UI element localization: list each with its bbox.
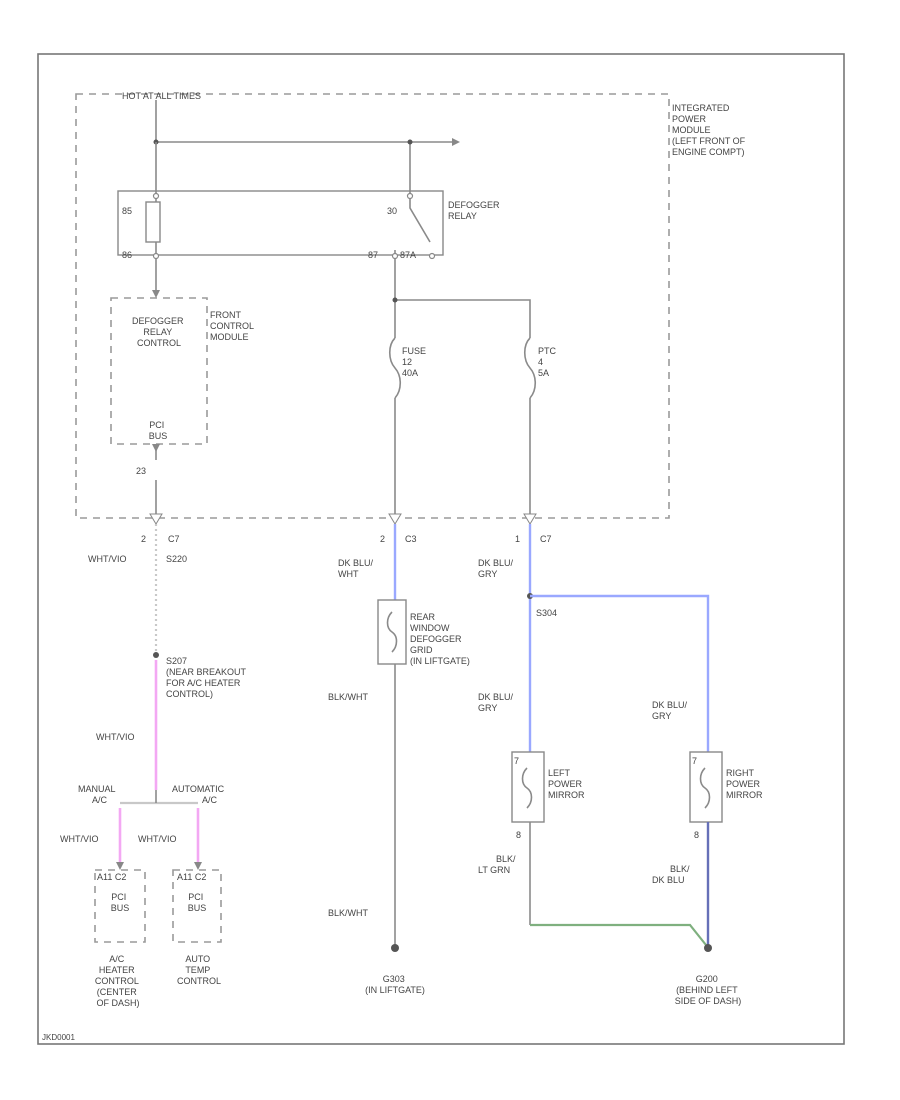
atc-control-label: AUTO TEMP CONTROL [177,954,221,986]
dkblu-wht-label: DK BLU/ WHT [338,558,376,579]
rear-defogger-element [386,611,398,653]
rear-defogger-grid [377,599,407,665]
right-mirror-label: RIGHT POWER MIRROR [726,768,763,800]
wht-vio-label-3: WHT/VIO [60,834,99,844]
blk-wht-label-1: BLK/WHT [328,692,369,702]
hot-bus-arrow [452,138,460,146]
pci-bus-top-label: PCI BUS [149,420,168,441]
hot-bus-wire [155,100,452,192]
front-control-module-label: FRONT CONTROL MODULE [210,310,256,342]
mirror-pin-top-right: 7 [692,756,697,766]
conn-mid-pin-label: 2 [380,534,385,544]
splice-s304-label: S304 [536,608,557,618]
mirror-pin-bot-left: 8 [516,830,521,840]
rear-defogger-label: REAR WINDOW DEFOGGER GRID (IN LIFTGATE) [410,612,470,666]
conn-left-label: C7 [168,534,180,544]
fuse-12-label: FUSE 12 40A [402,346,429,378]
relay-terminal-87 [391,252,399,260]
bus-junction-right [407,139,413,145]
pci-bus-atc-label: PCI BUS [188,892,207,913]
relay-terminal-85 [152,252,160,260]
ptc-label: PTC 4 5A [538,346,559,378]
hvac-conn-label: A11 C2 [97,872,126,882]
fuse-down-wire [394,398,531,514]
hvac-pci-box [94,869,146,943]
diagram-id-label: JKD0001 [42,1033,75,1042]
blk-ltgrn-wire-green [530,923,707,946]
hot-at-all-times-label: HOT AT ALL TIMES [122,91,201,101]
outer-frame [37,53,845,1045]
conn-mid-label: C3 [405,534,417,544]
relay-pin-85: 85 [122,206,132,216]
relay-pin-87a: 87A [400,250,416,260]
g303-label: G303 (IN LIFTGATE) [365,974,425,995]
splice-s207 [153,652,159,658]
connector-right [523,513,537,525]
dkblu-gry-label-3: DK BLU/ GRY [652,700,690,721]
manual-ac-label: MANUAL A/C [78,784,118,805]
relay-terminal-87a [428,252,436,260]
conn-right-label: C7 [540,534,552,544]
atc-arrow [194,862,202,870]
connector-mid [388,513,402,525]
ground-g200 [704,944,712,952]
relay-terminal-30 [406,192,414,200]
ipm-label: INTEGRATED POWER MODULE (LEFT FRONT OF E… [672,103,748,157]
defogger-relay-box [117,190,444,256]
fuse-12-symbol [388,337,402,399]
dkblu-gry-label-2: DK BLU/ GRY [478,692,516,713]
conn-left-pin-label: 2 [141,534,146,544]
relay-control-arrow [152,290,160,298]
ptc-symbol [523,337,537,399]
right-mirror-element [699,767,711,809]
ipm-boundary [75,93,670,519]
dkblu-gry-wire-right [530,594,710,752]
dkblu-gry-label-1: DK BLU/ GRY [478,558,516,579]
pci-arrow-top [152,444,160,452]
atc-pci-box [172,869,222,943]
wht-vio-label-1: WHT/VIO [88,554,127,564]
s207-label: S207 (NEAR BREAKOUT FOR A/C HEATER CONTR… [166,656,248,699]
left-mirror-label: LEFT POWER MIRROR [548,768,585,800]
mirror-pin-top-left: 7 [514,756,519,766]
ground-g303 [391,944,399,952]
pin-23-label: 23 [136,466,146,476]
g200-label: G200 (BEHIND LEFT SIDE OF DASH) [675,974,742,1006]
relay-pin-87: 87 [368,250,378,260]
relay-control-label: DEFOGGER RELAY CONTROL [132,316,186,348]
right-mirror-box [689,751,723,823]
relay-pin-30: 30 [387,206,397,216]
pci-bus-hvac-label: PCI BUS [111,892,130,913]
wht-vio-label-4: WHT/VIO [138,834,177,844]
relay-coil [145,201,161,243]
atc-conn-label: A11 C2 [177,872,206,882]
relay-pin-86: 86 [122,250,132,260]
blk-dkblu-label: BLK/ DK BLU [652,864,692,885]
blk-wht-label-2: BLK/WHT [328,908,369,918]
defogger-relay-label: DEFOGGER RELAY [448,200,502,221]
fuse-branch-junction [392,297,398,303]
left-mirror-element [521,767,533,809]
fuse-branch-wire [394,299,531,338]
splice-s220-label: S220 [166,554,187,564]
hvac-arrow [116,862,124,870]
connector-left [149,513,163,525]
relay-switch-contact [394,192,431,300]
automatic-ac-label: AUTOMATIC A/C [172,784,227,805]
mirror-pin-bot-right: 8 [694,830,699,840]
hvac-control-label: A/C HEATER CONTROL (CENTER OF DASH) [95,954,141,1008]
wht-vio-label-2: WHT/VIO [96,732,135,742]
left-mirror-box [511,751,545,823]
conn-right-pin-label: 1 [515,534,520,544]
relay-terminal-86 [152,192,160,200]
blk-ltgrn-label: BLK/ LT GRN [478,854,518,875]
